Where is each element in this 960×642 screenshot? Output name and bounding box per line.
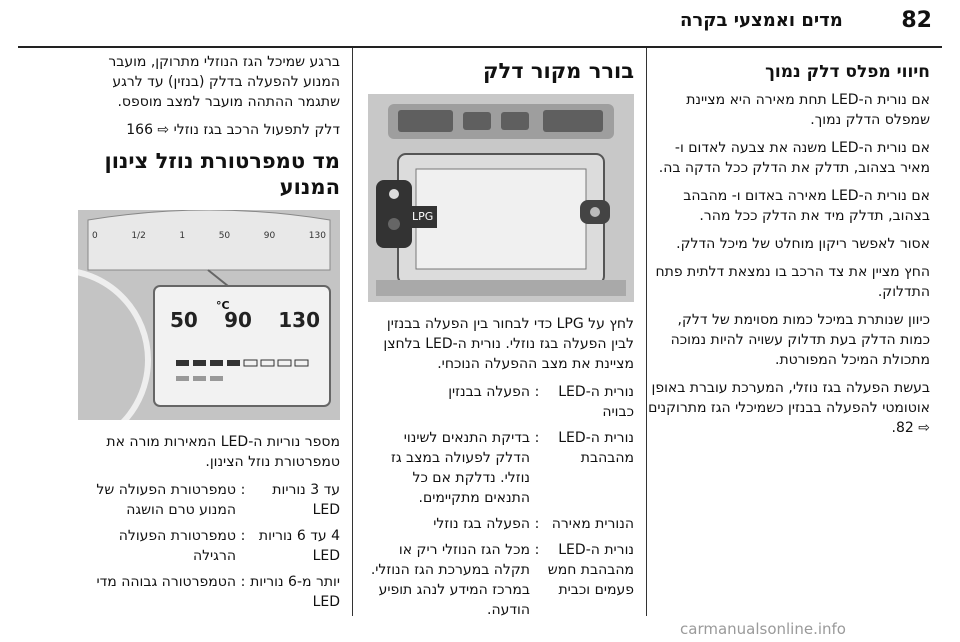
column-fuel-low: חיווי מפלס דלק נמוך אם נורית ה‑LED תחת מ… (645, 52, 930, 446)
lpg-label: LPG (408, 206, 438, 228)
section-heading: בורר מקור דלק (483, 59, 634, 83)
page-title: מדים ואמצעי בקרה (680, 10, 843, 31)
table-row: נורית ה‑LED מהבהבת חמש פעמים וכבית : מכל… (368, 540, 634, 620)
paragraph: מספר נוריות ה‑LED המאירות מורה את טמפרטו… (106, 434, 340, 470)
table-row: 4 עד 6 נוריות LED : טמפרטורת הפעולה הרגי… (78, 526, 340, 566)
table-cell-meaning: הטמפרטורה גבוהה מדי (96, 574, 236, 590)
header-rule (18, 46, 942, 48)
table-separator: : (534, 384, 540, 400)
scale-label: 130 (308, 231, 326, 241)
table-row: נורית ה‑LED מהבהבת : בדיקת התנאים לשינוי… (368, 428, 634, 508)
table-cell-state: נורית ה‑LED מהבהבת חמש פעמים וכבית (547, 542, 634, 598)
paragraph: ברגע שמיכל הגז הנוזלי מתרוקן, מועבר המנו… (108, 54, 340, 110)
lpg-button-figure: LPG (368, 94, 634, 302)
cross-reference: דלק לתפעול הרכב בגז נוזלי ⇨ 166 (126, 122, 340, 138)
section-heading: חיווי מפלס דלק נמוך (765, 62, 930, 82)
coolant-status-table: עד 3 נוריות LED : טמפרטורת הפעולה של המנ… (78, 480, 340, 612)
table-separator: : (534, 430, 540, 446)
table-row: עד 3 נוריות LED : טמפרטורת הפעולה של המנ… (78, 480, 340, 520)
table-separator: : (534, 542, 540, 558)
table-separator: : (240, 574, 246, 590)
paragraph: בעשת הפעלה בגז נוזלי, המערכת עוברת באופן… (648, 380, 930, 436)
paragraph: החץ מציין את צד הרכב בו נמצאת דלתית פתח … (655, 264, 930, 300)
paragraph: כיוון שנותרת במיכל כמות מסוימת של דלק, כ… (670, 312, 930, 368)
section-heading: מד טמפרטורת נוזל צינון המנוע (104, 149, 340, 199)
scale-label: 1/2 (131, 231, 146, 241)
column-fuel-selector: בורר מקור דלק LPG לחץ על LPG כדי לבחור ב… (368, 52, 634, 626)
coolant-gauge-figure: 0 1/2 1 50 90 130 °C 50 90 130 (78, 210, 340, 420)
table-separator: : (534, 516, 540, 532)
column-coolant: ברגע שמיכל הגז הנוזלי מתרוקן, מועבר המנו… (78, 52, 340, 618)
watermark: carmanualsonline.info (680, 620, 846, 638)
table-separator: : (240, 482, 246, 498)
table-cell-meaning: מכל הגז הנוזלי ריק או תקלה במערכת הגז הנ… (370, 542, 530, 618)
scale-label: 0 (92, 231, 98, 241)
column-divider (646, 48, 647, 616)
gauge-inset-unit: °C (216, 299, 230, 312)
table-row: הנורית מאירה : הפעלה בגז נוזלי (368, 514, 634, 534)
column-divider (352, 48, 353, 616)
scale-label: 50 (218, 231, 231, 241)
table-cell-meaning: הפעלה בבנזין (448, 384, 530, 400)
table-cell-meaning: הפעלה בגז נוזלי (433, 516, 530, 532)
table-cell-state: יותר מ‑6 נוריות LED (250, 574, 340, 610)
gauge-illustration (78, 210, 340, 420)
table-cell-meaning: טמפרטורת הפעולה הרגילה (118, 528, 236, 564)
table-cell-state: עד 3 נוריות LED (272, 482, 340, 518)
table-cell-state: 4 עד 6 נוריות LED (258, 528, 340, 564)
table-row: יותר מ‑6 נוריות LED : הטמפרטורה גבוהה מד… (78, 572, 340, 612)
gauge-inset-values: 50 90 130 (170, 310, 320, 330)
dashboard-illustration (368, 94, 634, 302)
table-row: נורית ה‑LED כבויה : הפעלה בבנזין (368, 382, 634, 422)
paragraph: אם נורית ה‑LED משנה את צבעה לאדום ו‑ מאי… (658, 140, 930, 176)
table-cell-meaning: טמפרטורת הפעולה של המנוע טרם הושגה (96, 482, 236, 518)
lpg-status-table: נורית ה‑LED כבויה : הפעלה בבנזין נורית ה… (368, 382, 634, 620)
table-cell-state: נורית ה‑LED מהבהבת (558, 430, 634, 466)
temperature-value: 50 (170, 308, 198, 332)
page-number: 82 (901, 8, 932, 33)
gauge-top-scale: 0 1/2 1 50 90 130 (92, 226, 326, 246)
table-cell-state: הנורית מאירה (551, 516, 634, 532)
table-cell-state: נורית ה‑LED כבויה (558, 384, 634, 420)
scale-label: 90 (263, 231, 276, 241)
paragraph: לחץ על LPG כדי לבחור בין הפעלה בבנזין לב… (383, 316, 634, 372)
page-header: 82 מדים ואמצעי בקרה (0, 0, 960, 46)
table-cell-meaning: בדיקת התנאים לשינוי הדלק לפעולה במצב גז … (390, 430, 530, 506)
paragraph: אסור לאפשר ריקון מוחלט של מיכל הדלק. (676, 236, 930, 252)
paragraph: אם נורית ה‑LED תחת מאירה היא מציינת שמפל… (686, 92, 930, 128)
scale-label: 1 (179, 231, 186, 241)
temperature-value: 90 (224, 308, 252, 332)
table-separator: : (240, 528, 246, 544)
temperature-value: 130 (278, 308, 320, 332)
paragraph: אם נורית ה‑LED מאירה באדום ו‑ מהבהב בצהו… (683, 188, 930, 224)
